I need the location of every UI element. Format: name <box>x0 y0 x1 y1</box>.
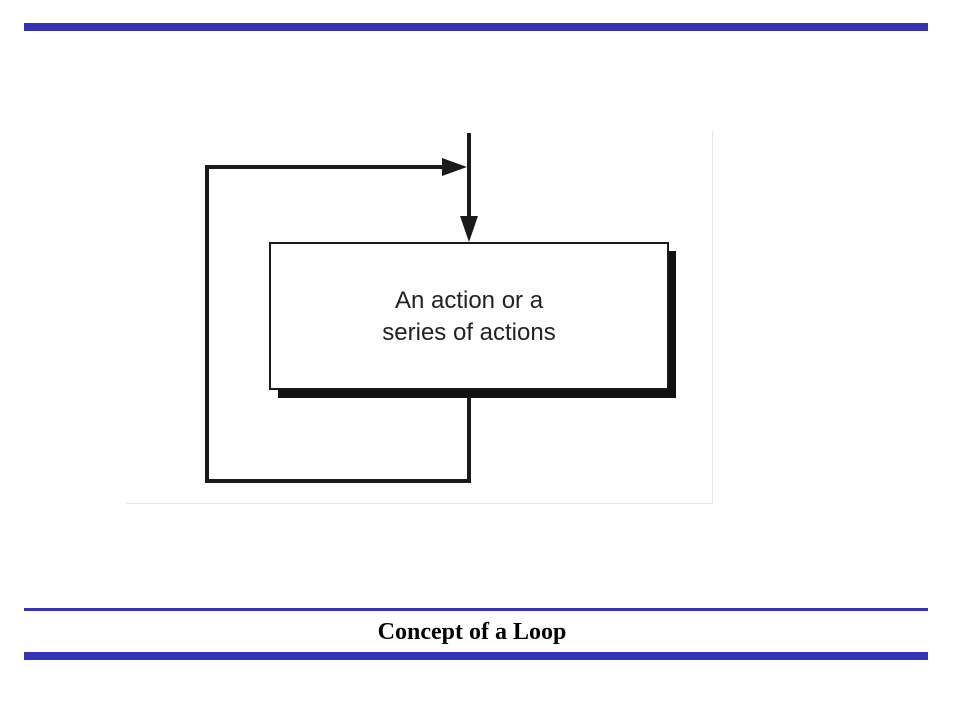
bottom-rule <box>24 652 928 660</box>
action-box-text-line2: series of actions <box>382 319 555 346</box>
slide-caption: Concept of a Loop <box>377 619 567 645</box>
action-box <box>269 242 669 390</box>
loop-back-arrowhead <box>442 158 467 176</box>
entry-arrowhead <box>460 216 478 242</box>
loop-back-line <box>205 165 471 483</box>
action-box-text-line1: An action or a <box>395 287 544 314</box>
caption-rule-upper <box>24 608 928 611</box>
top-rule <box>24 23 928 31</box>
